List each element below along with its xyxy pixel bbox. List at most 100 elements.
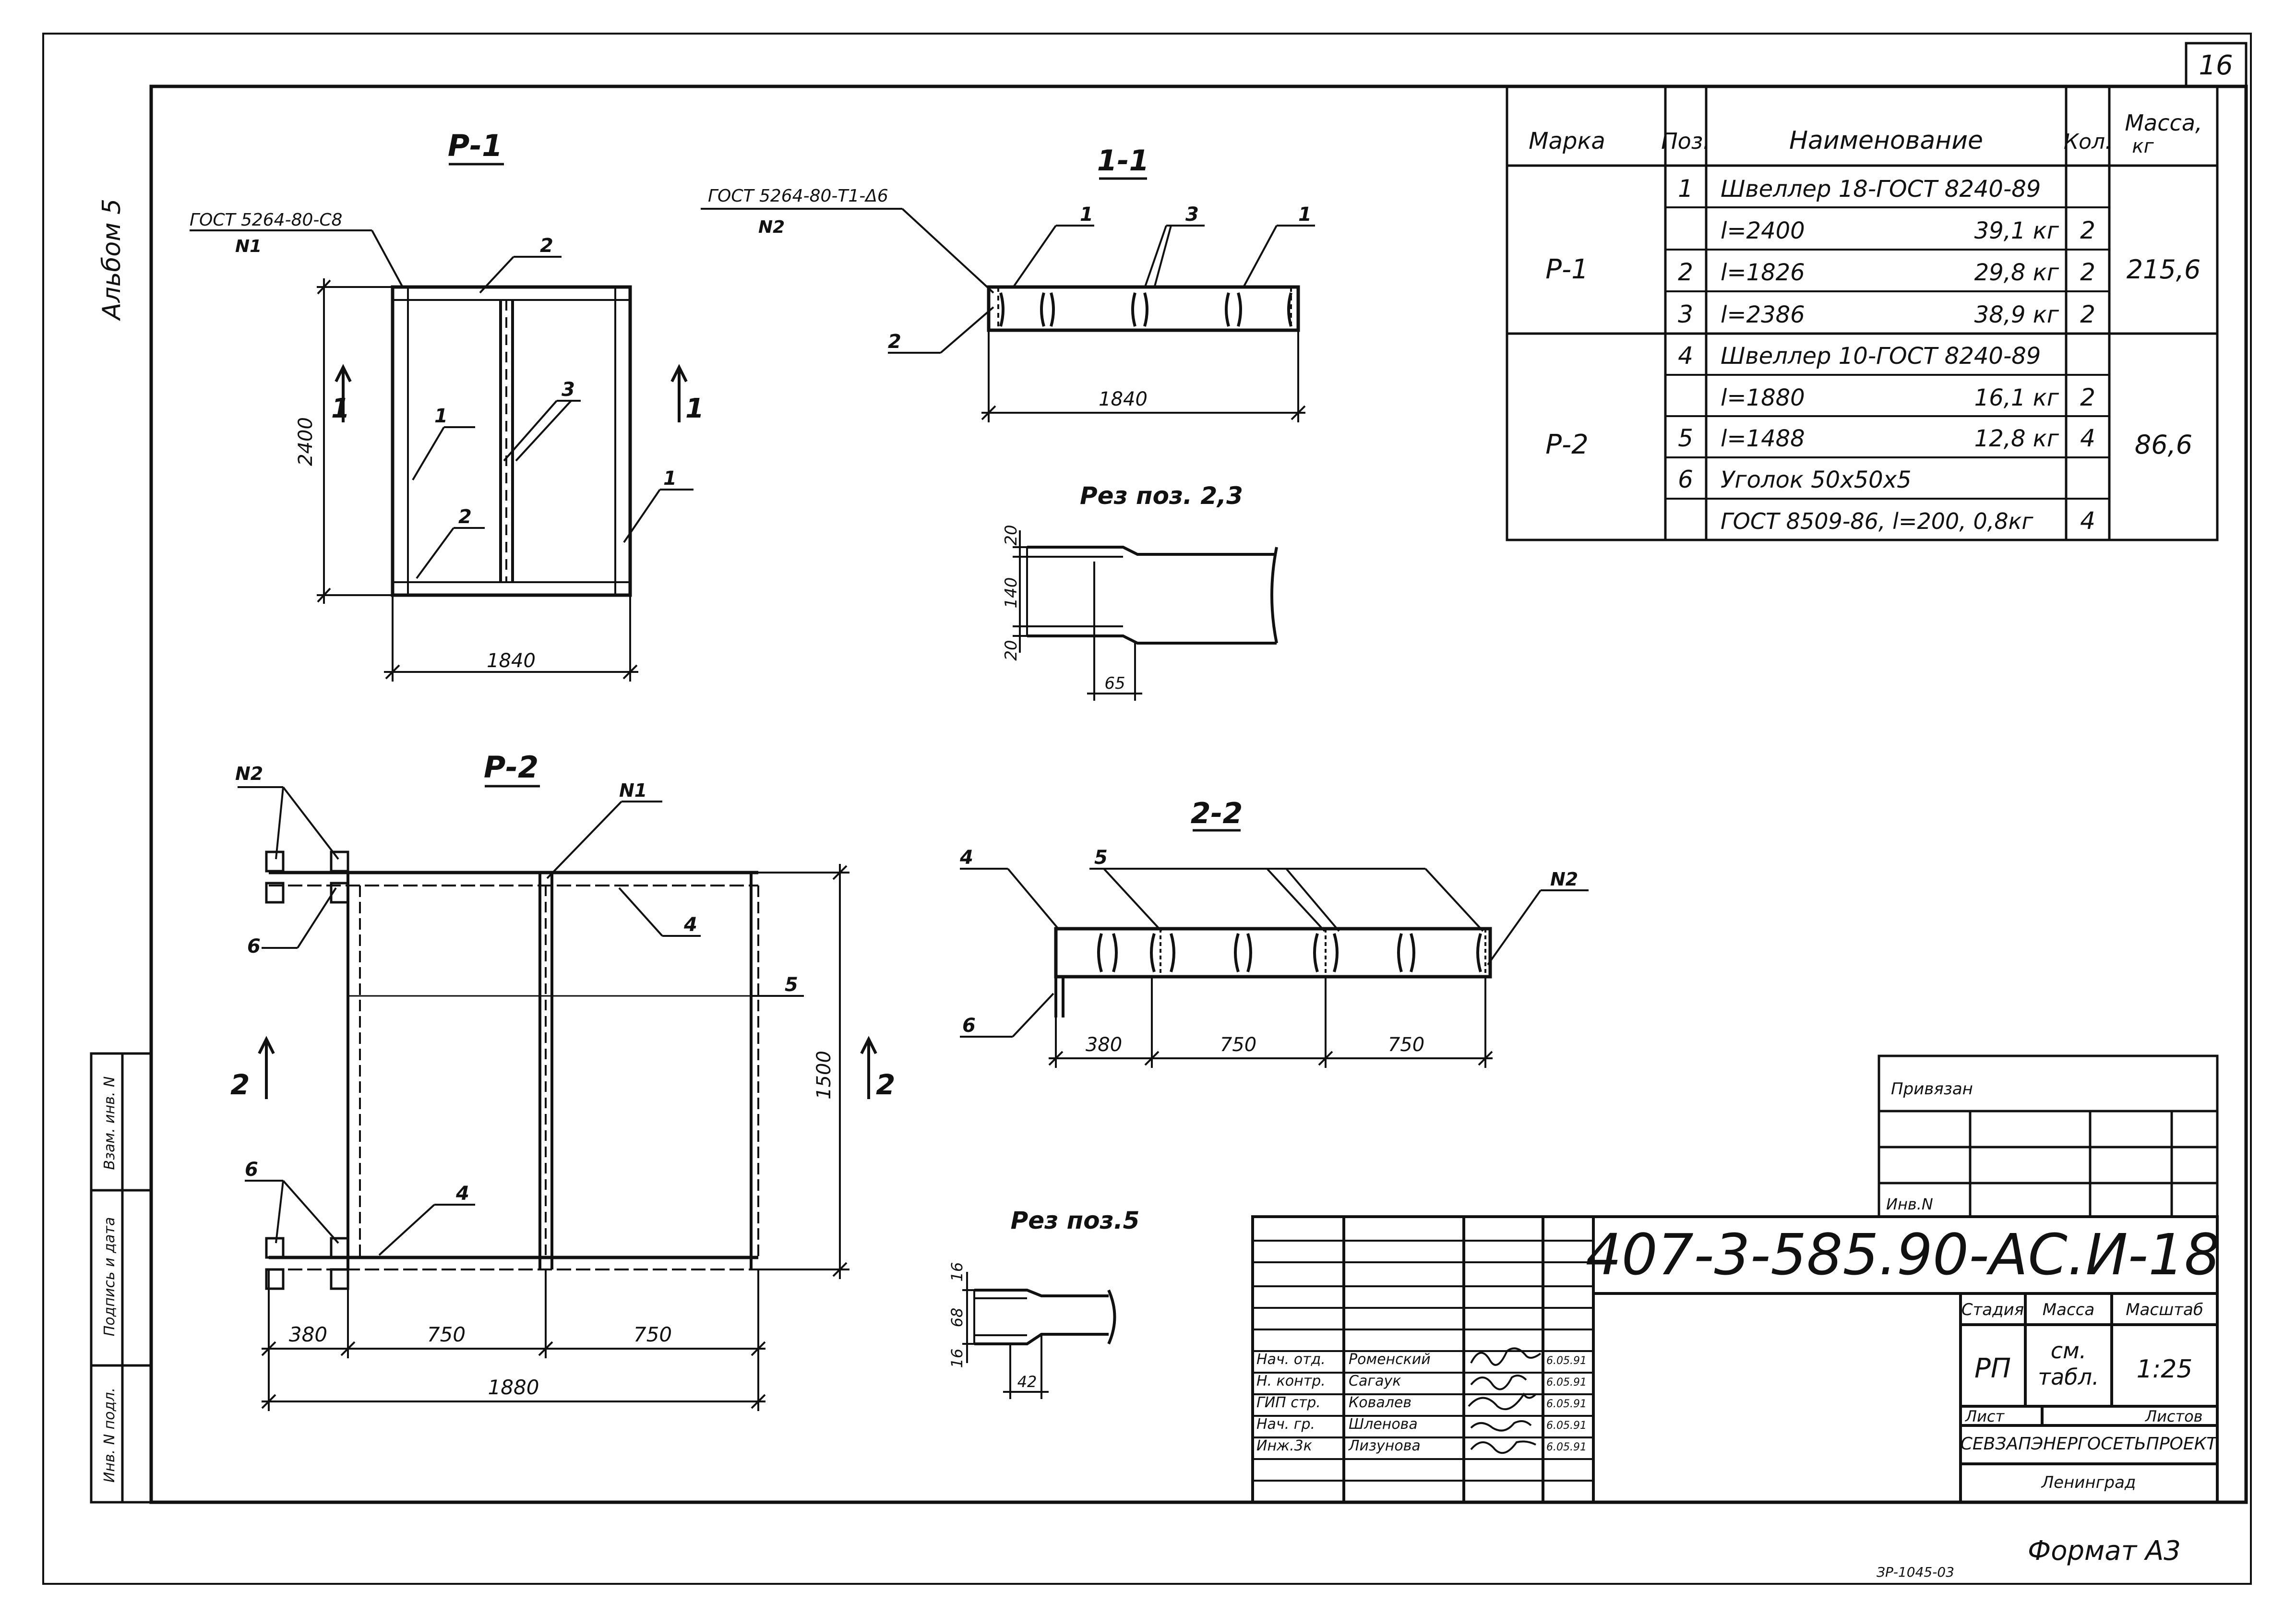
view-p2-dim: 380: [289, 1323, 327, 1346]
signer-name: Сагаук: [1349, 1373, 1401, 1389]
callout-1: 1: [1080, 203, 1093, 226]
signer-date: 6.05.91: [1546, 1377, 1587, 1389]
organization-name: СЕВЗАПЭНЕРГОСЕТЬПРОЕКТ: [1961, 1434, 2218, 1454]
callout-3: 3: [1185, 203, 1199, 226]
callout-2: 2: [458, 506, 472, 528]
section-mark-1: 1: [685, 393, 704, 424]
callout-4: 4: [959, 847, 973, 869]
scale-header: Масштаб: [2126, 1300, 2203, 1319]
signer-name: Роменский: [1349, 1351, 1431, 1368]
cut-2-3-dim: 65: [1104, 674, 1125, 693]
section-1-1-weld: N2: [758, 217, 785, 237]
view-p2-total-dim: 1880: [488, 1376, 539, 1399]
section-2-2-dim: 750: [1220, 1034, 1256, 1056]
cut-5-dim: 16: [948, 1349, 966, 1368]
view-p2-title: Р-2: [484, 750, 538, 785]
spec-mark-p2: Р-2: [1545, 429, 1589, 460]
spec-qty: 4: [2080, 424, 2095, 452]
view-p1: Р-1 2400 1840: [190, 128, 704, 682]
signer-date: 6.05.91: [1546, 1355, 1587, 1367]
spec-name: l=1488: [1721, 425, 1805, 452]
spec-header-qty: Кол.: [2064, 130, 2112, 154]
spec-name: Швеллер 18-ГОСТ 8240-89: [1721, 176, 2041, 203]
strip-label-replace: Взам. инв. N: [101, 1077, 118, 1170]
section-2-2: 2-2: [959, 797, 1589, 1068]
callout-1: 1: [434, 405, 448, 427]
signer-role: Инж.3к: [1256, 1437, 1312, 1454]
section-mark-1: 1: [331, 393, 350, 424]
spec-weight: 38,9 кг: [1974, 301, 2059, 328]
signer-role: Н. контр.: [1256, 1373, 1326, 1389]
view-p1-height-dim: 2400: [295, 417, 317, 466]
view-p1-width-dim: 1840: [487, 650, 536, 672]
signer-date: 6.05.91: [1546, 1420, 1587, 1432]
cut-detail-5: Рез поз.5 16 68 16 42: [948, 1207, 1139, 1399]
spec-header-mass-unit: кг: [2132, 135, 2154, 157]
view-p1-title: Р-1: [448, 128, 502, 163]
section-mark-2: 2: [876, 1068, 895, 1101]
spec-header-pos: Поз.: [1661, 128, 1710, 154]
spec-header-mass: Масса,: [2125, 110, 2202, 136]
inventory-number-label: Инв.N: [1886, 1195, 1933, 1213]
strip-label-inventory: Инв. N подл.: [101, 1388, 118, 1483]
section-1-1-width-dim: 1840: [1099, 388, 1148, 410]
spec-mass-p2: 86,6: [2135, 430, 2192, 460]
callout-5: 5: [1094, 847, 1108, 869]
sheets-label: Листов: [2145, 1407, 2203, 1425]
section-2-2-title: 2-2: [1191, 797, 1243, 830]
view-p2-height-dim: 1500: [813, 1051, 835, 1100]
spec-name: l=1880: [1721, 384, 1805, 411]
cut-2-3-dim: 140: [1002, 577, 1021, 609]
cut-5-dim: 42: [1017, 1373, 1037, 1391]
signer-role: Нач. отд.: [1256, 1351, 1326, 1368]
cut-5-dim: 68: [948, 1308, 966, 1328]
section-2-2-dim: 750: [1388, 1034, 1424, 1056]
callout-3: 3: [562, 379, 575, 401]
spec-weight: 39,1 кг: [1974, 217, 2059, 244]
view-p2: Р-2: [230, 750, 895, 1411]
spec-mark-p1: Р-1: [1545, 254, 1589, 285]
spec-table: Марка Поз. Наименование Кол. Масса, кг Р…: [1506, 85, 2219, 541]
callout-4: 4: [683, 914, 697, 936]
sheet-number: 16: [2199, 50, 2233, 81]
organization-city: Ленинград: [2041, 1473, 2136, 1492]
album-label: Альбом 5: [97, 199, 126, 321]
callout-6: 6: [245, 1159, 258, 1181]
spec-name: Швеллер 10-ГОСТ 8240-89: [1721, 343, 2041, 370]
callout-6: 6: [962, 1015, 976, 1037]
attachment-label: Привязан: [1891, 1079, 1973, 1099]
cut-2-3-dim: 20: [1002, 525, 1021, 545]
view-p2-dim: 750: [634, 1323, 672, 1346]
spec-pos: 6: [1678, 466, 1693, 493]
sheet-number-box: 16: [2185, 42, 2248, 88]
callout-2: 2: [540, 235, 553, 257]
spec-weight: 12,8 кг: [1974, 425, 2059, 452]
mass-value-line-1: см.: [2051, 1338, 2087, 1364]
signer-name: Ковалев: [1349, 1394, 1411, 1411]
spec-weight: 29,8 кг: [1974, 259, 2059, 286]
bottom-note: ЗР-1045-03: [1877, 1564, 1954, 1580]
mass-value-line-2: табл.: [2038, 1364, 2099, 1390]
callout-1: 1: [1298, 203, 1312, 226]
cut-2-3-dim: 20: [1002, 640, 1021, 660]
weld-n2: N2: [235, 763, 263, 784]
section-1-1-gost: ГОСТ 5264-80-Т1-Δ6: [708, 186, 888, 206]
spec-qty: 2: [2080, 216, 2095, 244]
strip-label-signature: Подпись и дата: [101, 1217, 118, 1337]
cut-detail-2-3: Рез поз. 2,3 20 140 20 65: [1002, 482, 1278, 701]
cut-5-dim: 16: [948, 1262, 966, 1282]
spec-name: Уголок 50х50х5: [1721, 467, 1912, 493]
section-2-2-dim: 380: [1086, 1034, 1122, 1056]
spec-header-name: Наименование: [1789, 126, 1983, 155]
spec-mass-p1: 215,6: [2127, 254, 2201, 285]
spec-qty: 2: [2080, 258, 2095, 286]
callout-1: 1: [663, 467, 677, 490]
cut-5-title: Рез поз.5: [1011, 1207, 1140, 1234]
sheet-frame: [42, 33, 2252, 1585]
view-p1-weld: N1: [235, 237, 262, 256]
section-1-1-title: 1-1: [1097, 144, 1149, 178]
signer-role: Нач. гр.: [1256, 1416, 1315, 1433]
callout-5: 5: [785, 974, 798, 996]
signer-name: Лизунова: [1348, 1437, 1421, 1454]
